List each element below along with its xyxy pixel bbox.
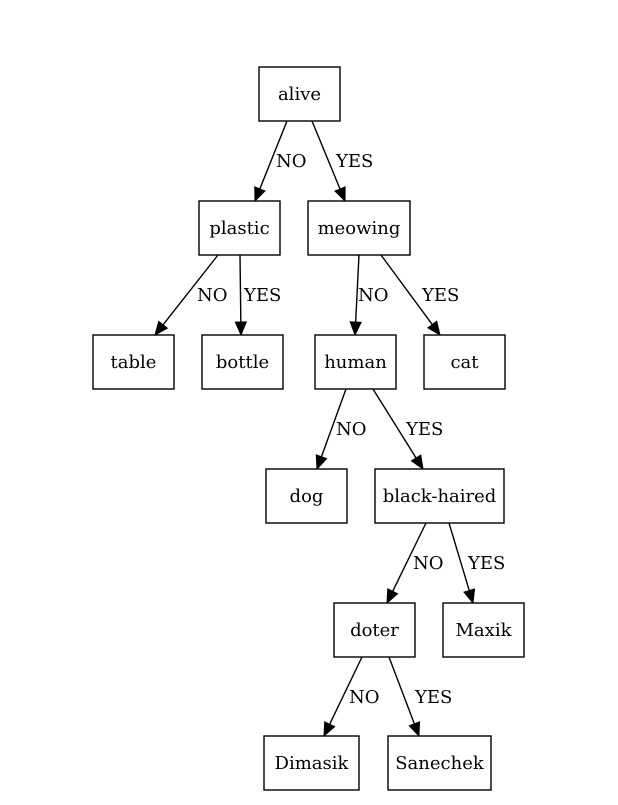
edge-plastic-table: NO — [154, 254, 228, 337]
node-box — [374, 468, 505, 524]
node-box — [263, 735, 360, 791]
node-label: alive — [278, 84, 321, 105]
edge-label: YES — [421, 285, 459, 306]
arrowhead-icon — [408, 721, 421, 738]
node-label: meowing — [318, 218, 401, 239]
node-box — [198, 200, 281, 256]
node-meowing: meowing — [307, 200, 411, 256]
edge-line — [380, 254, 433, 325]
arrowhead-icon — [349, 321, 362, 337]
edge-label: NO — [358, 285, 389, 306]
node-box — [258, 66, 341, 122]
arrowhead-icon — [254, 186, 266, 203]
node-box — [442, 602, 525, 658]
node-label: cat — [450, 352, 479, 373]
edge-label: YES — [243, 285, 281, 306]
node-label: black-haired — [383, 486, 497, 507]
arrowhead-icon — [426, 320, 441, 337]
nodes-layer: alive plastic meowing table bottle human cat do… — [92, 66, 525, 791]
edge-alive-meowing: YES — [311, 120, 373, 203]
edge-line — [354, 254, 360, 323]
arrowhead-icon — [410, 454, 424, 471]
arrowhead-icon — [234, 321, 248, 337]
node-doter: doter — [333, 602, 416, 658]
edge-label: NO — [276, 151, 307, 172]
edge-meowing-cat: YES — [380, 254, 459, 337]
arrowhead-icon — [386, 588, 399, 605]
node-label: dog — [290, 486, 324, 507]
node-box — [423, 334, 506, 390]
edge-label: YES — [335, 151, 373, 172]
edges-layer: NO YES NO YES NO YES NO YES NO YES NO YES — [154, 120, 505, 738]
edge-line — [239, 254, 242, 323]
node-box — [265, 468, 348, 524]
edge-black-haired-doter: NO — [386, 522, 444, 605]
edge-human-black-haired: YES — [372, 388, 443, 471]
node-box — [201, 334, 284, 390]
node-label: bottle — [216, 352, 269, 373]
edge-line — [372, 388, 417, 459]
arrowhead-icon — [154, 320, 169, 337]
edge-alive-plastic: NO — [254, 120, 307, 203]
edge-line — [311, 120, 341, 190]
edge-line — [388, 656, 416, 725]
node-label: plastic — [209, 218, 269, 239]
node-table: table — [92, 334, 175, 390]
node-label: table — [111, 352, 157, 373]
edge-doter-dimasik: NO — [323, 656, 380, 738]
edge-meowing-human: NO — [349, 254, 389, 337]
node-alive: alive — [258, 66, 341, 122]
node-label: Dimasik — [275, 753, 350, 774]
edge-line — [259, 120, 288, 190]
node-label: human — [324, 352, 387, 373]
node-box — [387, 735, 492, 791]
node-label: Sanechek — [395, 753, 485, 774]
node-black-haired: black-haired — [374, 468, 505, 524]
edge-label: NO — [413, 553, 444, 574]
node-dimasik: Dimasik — [263, 735, 360, 791]
node-cat: cat — [423, 334, 506, 390]
node-human: human — [314, 334, 397, 390]
node-box — [333, 602, 416, 658]
node-box — [314, 334, 397, 390]
arrowhead-icon — [315, 454, 328, 471]
edge-label: YES — [405, 419, 443, 440]
edge-line — [329, 656, 363, 725]
edge-black-haired-maxik: YES — [448, 522, 505, 605]
arrowhead-icon — [334, 186, 346, 203]
node-box — [92, 334, 175, 390]
edge-human-dog: NO — [315, 388, 367, 471]
edge-label: YES — [467, 553, 505, 574]
arrowhead-icon — [323, 721, 336, 738]
node-dog: dog — [265, 468, 348, 524]
node-box — [307, 200, 411, 256]
edge-line — [448, 522, 470, 591]
edge-label: NO — [336, 419, 367, 440]
edge-plastic-bottle: YES — [234, 254, 281, 337]
edge-label: NO — [349, 687, 380, 708]
edge-doter-sanechek: YES — [388, 656, 452, 738]
edge-line — [162, 254, 219, 326]
arrowhead-icon — [463, 588, 476, 605]
node-bottle: bottle — [201, 334, 284, 390]
edge-line — [320, 388, 347, 458]
node-plastic: plastic — [198, 200, 281, 256]
node-maxik: Maxik — [442, 602, 525, 658]
node-sanechek: Sanechek — [387, 735, 492, 791]
edge-line — [392, 522, 427, 592]
edge-label: NO — [197, 285, 228, 306]
node-label: doter — [350, 620, 399, 641]
edge-label: YES — [414, 687, 452, 708]
node-label: Maxik — [456, 620, 513, 641]
